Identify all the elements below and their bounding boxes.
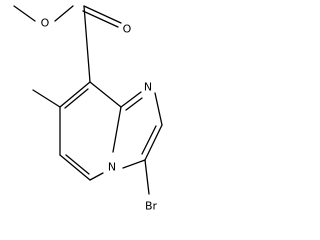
atom-label-group: O O N N Br [41,17,158,213]
bond-group [13,5,163,195]
bond-c3-bromine [144,159,150,195]
bond-oxygen-carbonyl [54,5,74,22]
bond-c8-c7-inner [64,88,89,109]
atom-imidazole-nitrogen: N [144,81,152,94]
atom-bridgehead-nitrogen: N [108,161,116,174]
bond-c8a-n1-inner [125,97,143,111]
bond-methyl-oxygen [13,5,36,22]
bond-n4-c8a [112,106,122,153]
bond-c5-n4 [89,172,104,181]
bond-c7-methyl [32,89,61,108]
bond-carbonyl-double-b [82,10,119,28]
bond-c8-c7 [59,81,91,108]
bond-c2-c3-inner [141,125,157,155]
atom-bromine: Br [145,200,158,213]
atom-carbonyl-oxygen: O [123,23,132,36]
bond-c3-n4 [122,159,146,169]
bond-c8a-c8 [89,81,122,108]
bond-c2-c3 [144,124,163,161]
atom-ester-oxygen: O [41,17,50,30]
molecule-structure-diagram: O O N N Br [13,5,163,213]
bond-c8a-n1 [120,91,142,108]
bond-c6-c5 [59,154,91,181]
bond-c6-c5-inner [65,154,90,175]
bond-n1-c2 [154,92,163,126]
bond-carbonyl-double-a [83,5,122,24]
bond-carbonyl-ring [83,5,91,83]
